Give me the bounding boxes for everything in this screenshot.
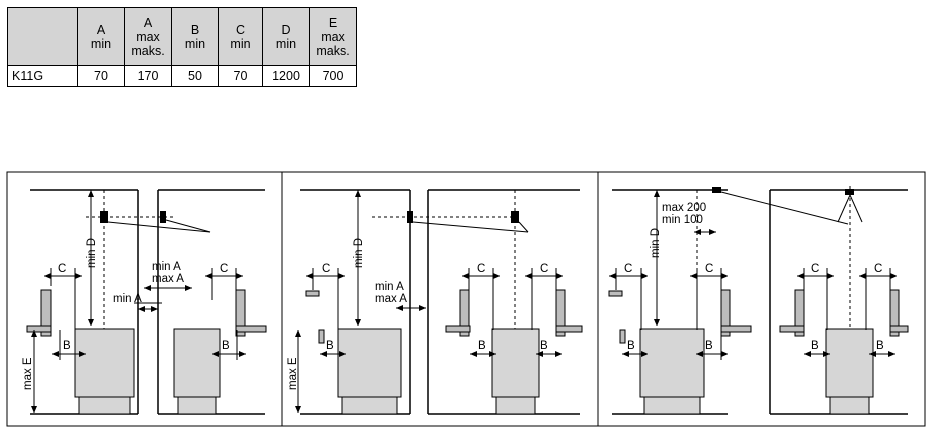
label-min-d: min D [86, 238, 98, 268]
panel-border [281, 171, 599, 427]
label-max-200: max 200 [662, 202, 706, 214]
sensor-icon [160, 211, 166, 223]
label-b: B [63, 340, 71, 352]
label-c: C [540, 263, 548, 275]
heater-base [341, 396, 398, 415]
value-a-max: 170 [124, 65, 172, 87]
label-c: C [811, 263, 819, 275]
label-c: C [477, 263, 485, 275]
bench-icon [779, 325, 805, 333]
sensor-icon [845, 189, 854, 195]
heater-base [177, 396, 217, 415]
bench-icon [889, 289, 900, 337]
diagram-panel-1: min D max E C B min A min A max A C B [6, 171, 283, 427]
value-e-max: 700 [309, 65, 357, 87]
bench-icon [794, 289, 805, 337]
leader-line [412, 221, 529, 233]
leader-line [107, 221, 211, 233]
heater-base [643, 396, 701, 415]
heater-base [495, 396, 536, 415]
leader-line [837, 194, 851, 223]
label-b: B [811, 340, 819, 352]
value-a-min: 70 [77, 65, 125, 87]
leader-line [165, 219, 211, 233]
heater-body [825, 328, 874, 398]
header-blank-cell [7, 7, 78, 66]
diagram-panel-3: min D max 200 min 100 C C B B C [597, 171, 926, 427]
sensor-icon [712, 187, 721, 193]
bench-icon [235, 325, 267, 333]
label-b: B [627, 340, 635, 352]
label-min-a: min A [375, 281, 404, 293]
label-max-e: max E [22, 357, 34, 390]
label-c: C [322, 263, 330, 275]
label-b: B [540, 340, 548, 352]
panel-border [597, 171, 926, 427]
bench-icon [305, 290, 320, 297]
heater-body [173, 328, 221, 398]
label-b: B [876, 340, 884, 352]
label-min-d: min D [353, 238, 365, 268]
label-b: B [326, 340, 334, 352]
heater-base [829, 396, 870, 415]
leader-line [849, 194, 863, 223]
label-min-a: min A [113, 293, 142, 305]
bench-icon [26, 325, 52, 333]
value-d-min: 1200 [262, 65, 310, 87]
heater-body [639, 328, 705, 398]
bench-icon [608, 290, 623, 297]
bench-icon [555, 289, 566, 337]
label-b: B [222, 340, 230, 352]
label-c: C [220, 263, 228, 275]
bench-icon [619, 329, 626, 344]
label-min-a-2: min A [152, 261, 181, 273]
bench-icon [40, 289, 52, 337]
value-c-min: 70 [218, 65, 263, 87]
bench-icon [889, 325, 909, 333]
bench-icon [318, 329, 325, 344]
leader-line [720, 191, 849, 225]
bench-icon [555, 325, 583, 333]
label-max-a: max A [152, 273, 184, 285]
heater-body [491, 328, 540, 398]
label-max-e: max E [287, 357, 299, 390]
value-b-min: 50 [171, 65, 219, 87]
bench-icon [445, 325, 471, 333]
diagram-panel-2: min D max E C B min A max A C C B [281, 171, 599, 427]
sensor-icon [407, 211, 413, 223]
bench-icon [720, 289, 731, 337]
heater-body [74, 328, 135, 398]
label-c: C [624, 263, 632, 275]
leader-line [518, 221, 529, 233]
bench-icon [235, 289, 246, 337]
label-c: C [58, 263, 66, 275]
label-c: C [874, 263, 882, 275]
heater-base [78, 396, 131, 415]
label-b: B [705, 340, 713, 352]
label-max-a: max A [375, 293, 407, 305]
table-row: K11G 70 170 50 70 1200 700 [7, 65, 357, 87]
bench-icon [720, 325, 752, 333]
bench-icon [459, 289, 470, 337]
sensor-icon [100, 211, 108, 223]
label-c: C [705, 263, 713, 275]
sensor-icon [511, 211, 519, 223]
heater-body [337, 328, 402, 398]
label-min-d: min D [650, 228, 662, 258]
label-min-100: min 100 [662, 214, 703, 226]
label-b: B [478, 340, 486, 352]
model-cell: K11G [7, 65, 78, 87]
